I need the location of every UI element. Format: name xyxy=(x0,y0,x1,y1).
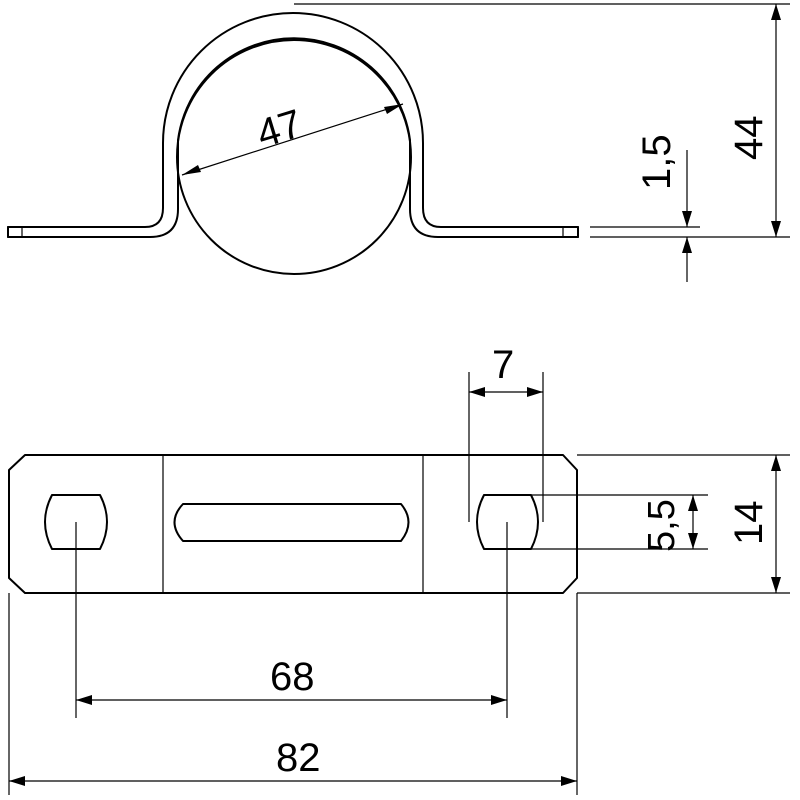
strap-outline xyxy=(8,454,578,594)
dim-overall-length: 82 xyxy=(8,593,578,795)
pipe-circle xyxy=(176,39,412,275)
dim-hole-spacing-label: 68 xyxy=(270,655,315,699)
dim-total-height-label: 44 xyxy=(727,116,771,161)
dim-material-thickness-label: 1,5 xyxy=(635,134,679,190)
strap-outer-edge xyxy=(7,12,579,228)
center-rib xyxy=(173,503,410,542)
left-mounting-hole xyxy=(44,494,108,550)
dim-material-thickness: 1,5 xyxy=(590,134,700,282)
side-view xyxy=(7,12,579,275)
dim-overall-length-label: 82 xyxy=(276,736,321,780)
dim-pipe-diameter-label: 47 xyxy=(252,102,307,157)
dim-strap-width-label: 14 xyxy=(727,501,771,546)
dim-strap-width: 14 xyxy=(577,454,790,594)
dim-total-height: 44 xyxy=(294,3,790,238)
dim-hole-height-label: 5,5 xyxy=(641,499,683,552)
dim-hole-width-label: 7 xyxy=(492,343,514,387)
dim-hole-spacing: 68 xyxy=(75,522,508,718)
dim-hole-width: 7 xyxy=(468,343,544,522)
strap-inner-edge xyxy=(7,37,579,238)
dim-hole-height: 5,5 xyxy=(531,494,708,552)
dim-pipe-diameter: 47 xyxy=(181,102,404,176)
top-view xyxy=(8,454,578,594)
